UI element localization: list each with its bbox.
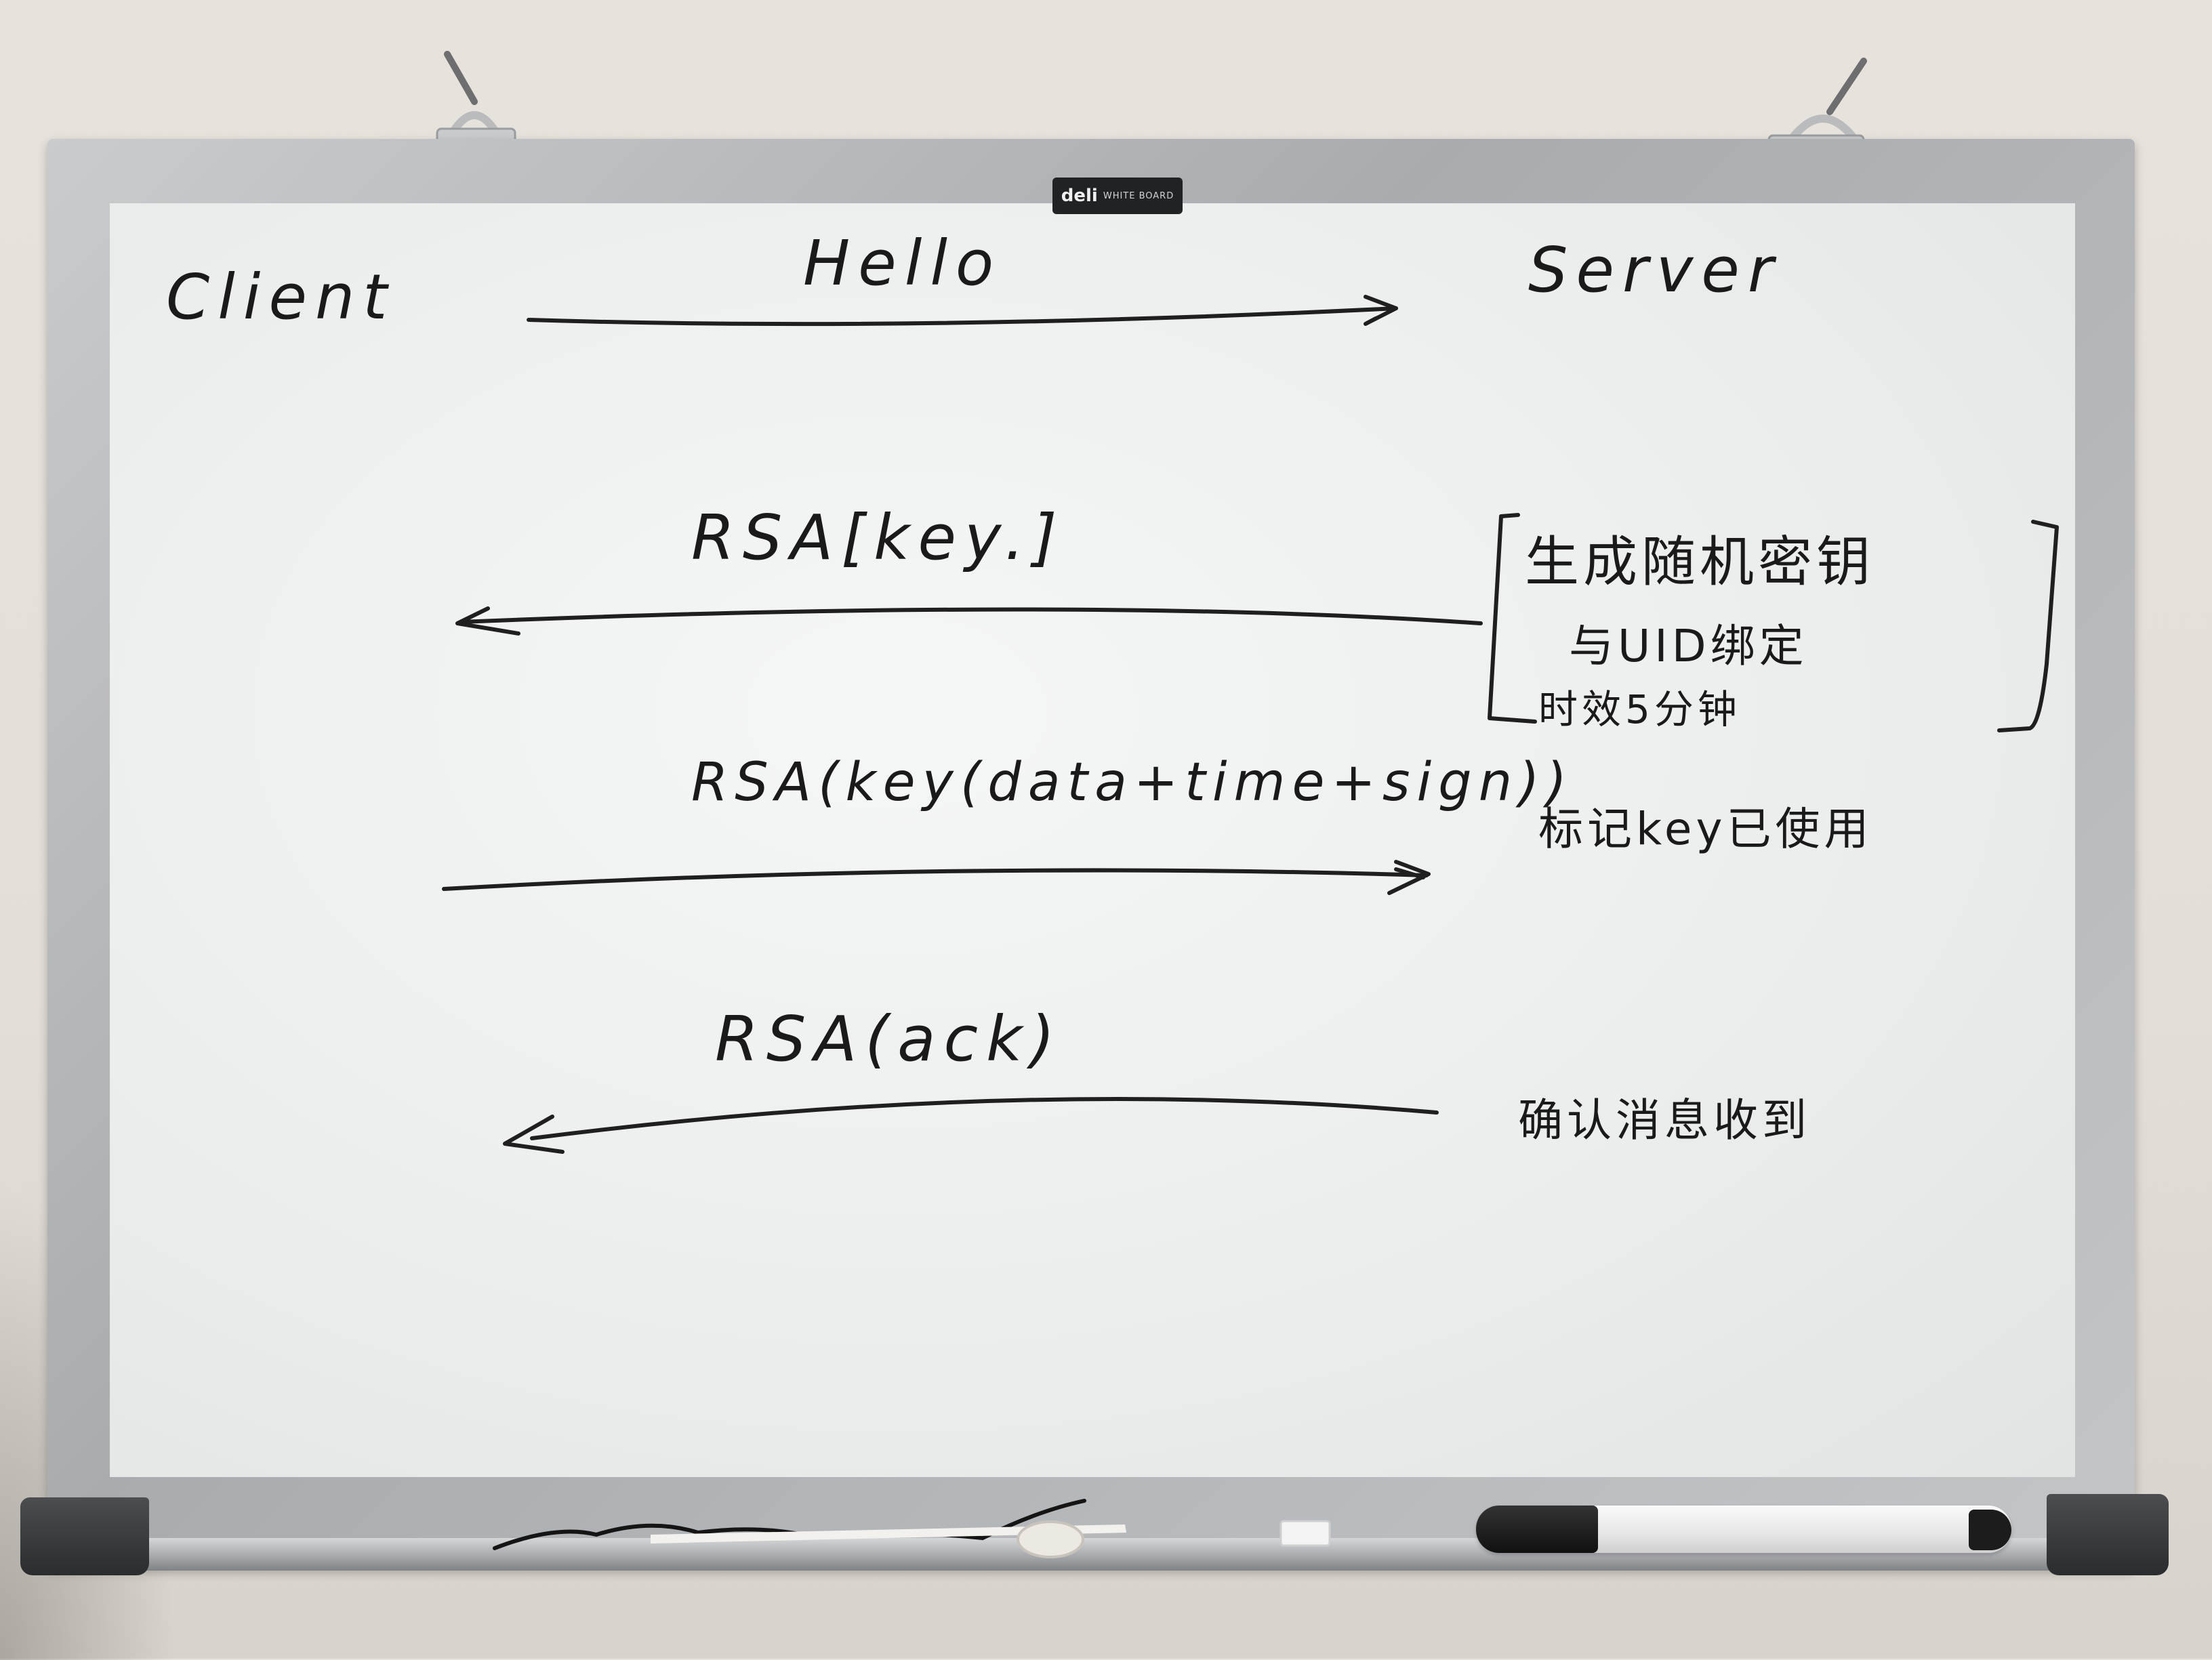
arrow-rsa-key-head	[455, 606, 520, 636]
brand-name: deli	[1061, 186, 1098, 206]
client-label: Client	[166, 261, 396, 333]
server-label: Server	[1528, 234, 1782, 306]
arrow-rsa-data-head	[1387, 860, 1431, 895]
note-confirm-received: 确认消息收到	[1518, 1094, 1811, 1146]
marker-cap	[1476, 1506, 1598, 1553]
tray-right-end	[2047, 1494, 2169, 1575]
arrow-rsa-data	[442, 868, 1429, 891]
note-bracket-right	[1997, 520, 2059, 732]
marker-end	[1969, 1510, 2011, 1550]
arrow-rsa-ack-head	[503, 1115, 565, 1154]
note-mark-key-used: 标记key已使用	[1538, 803, 1873, 855]
brand-subtitle: WHITE BOARD	[1103, 190, 1174, 201]
message-hello-label: Hello	[803, 227, 1002, 299]
tape-roll	[1017, 1520, 1084, 1558]
arrow-hello	[527, 306, 1398, 327]
note-generate-random-key: 生成随机密钥	[1525, 531, 1875, 594]
message-rsa-key-label: RSA[key.]	[691, 501, 1065, 574]
arrow-hello-head	[1364, 295, 1398, 326]
right-hook	[1785, 58, 1867, 146]
tray-left-end	[20, 1497, 149, 1575]
note-bracket-left	[1488, 513, 1537, 724]
whiteboard-surface	[110, 203, 2075, 1477]
message-rsa-data-label: RSA(key(data+time+sign))	[691, 752, 1574, 813]
note-expiry-5min: 时效5分钟	[1538, 686, 1741, 732]
note-bind-uid: 与UID绑定	[1569, 620, 1808, 672]
message-rsa-ack-label: RSA(ack)	[715, 1003, 1063, 1075]
eraser-clip	[1279, 1520, 1331, 1547]
arrow-rsa-key	[459, 607, 1483, 625]
paper-strip	[651, 1524, 1126, 1543]
cable	[493, 1499, 1086, 1550]
brand-badge: deli WHITE BOARD	[1052, 178, 1183, 214]
arrow-rsa-ack	[530, 1097, 1439, 1140]
